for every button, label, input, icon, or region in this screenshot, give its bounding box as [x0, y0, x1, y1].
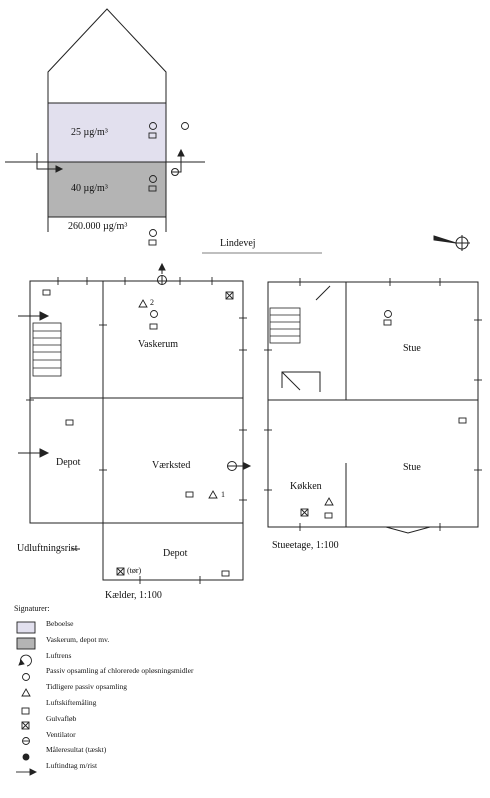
circle-icon: [22, 673, 30, 681]
room-vaerksted: Værksted: [152, 460, 191, 471]
square-icon: [21, 707, 30, 715]
room-depot-west: Depot: [56, 457, 81, 468]
legend-item-air-exchange: Luftskiftemåling: [14, 696, 314, 712]
marker-label-1: 1: [221, 490, 225, 499]
north-arrow-icon: [433, 235, 470, 251]
legend-label: Luftindtag m/rist: [46, 761, 98, 771]
section-level-soil: 260.000 µg/m³: [68, 221, 128, 232]
section-fill-basement: [48, 162, 166, 217]
section-fill-living: [48, 103, 166, 162]
floor-drain-note: (tør): [127, 566, 142, 575]
legend-label: Måleresultat (tæskt): [46, 745, 107, 755]
legend-item-measurement: Måleresultat (tæskt): [14, 743, 314, 759]
basement-markers: [42, 289, 234, 577]
basement-plan: [18, 262, 252, 584]
legend-item-floor-drain: Gulvafløb: [14, 712, 314, 728]
basement-stairs: [32, 322, 62, 377]
legend: Signaturer: Beboelse Vaskerum, depot mv.…: [14, 604, 314, 775]
legend-label: Vaskerum, depot mv.: [46, 634, 110, 644]
legend-label: Luftskiftemåling: [46, 697, 97, 707]
section-roof: [47, 8, 167, 103]
room-stue-top: Stue: [403, 343, 421, 354]
legend-item-ventilator: Ventilator: [14, 728, 314, 744]
legend-label: Gulvafløb: [46, 713, 77, 723]
legend-fill-dark-swatch: [16, 637, 36, 650]
legend-label: Tidligere passiv opsamling: [46, 682, 127, 692]
section-markers: [148, 122, 189, 246]
legend-item-earlier-sampling: Tidligere passiv opsamling: [14, 680, 314, 696]
legend-label: Luftrens: [46, 650, 72, 660]
legend-label: Passiv opsamling af chlorerede opløsning…: [46, 666, 194, 676]
section-level-basement: 40 µg/m³: [71, 183, 108, 194]
ground-wall-ticks: [264, 278, 482, 531]
dot-icon: [22, 753, 30, 761]
section-level-living: 25 µg/m³: [71, 127, 108, 138]
legend-label: Ventilator: [46, 729, 76, 739]
legend-item-passive-sampling: Passiv opsamling af chlorerede opløsning…: [14, 664, 314, 680]
marker-label-2: 2: [150, 298, 154, 307]
room-stue-bottom: Stue: [403, 462, 421, 473]
floor-drain-icon: [21, 721, 30, 730]
legend-item-luftrens: Luftrens: [14, 649, 314, 665]
ground-caption: Stueetage, 1:100: [272, 540, 339, 551]
legend-fill-light-swatch: [16, 621, 36, 634]
triangle-icon: [21, 688, 31, 697]
legend-item-beboelse: Beboelse: [14, 617, 314, 633]
room-vaskerum: Vaskerum: [138, 339, 178, 350]
room-depot-south: Depot: [163, 548, 188, 559]
street-name: Lindevej: [220, 238, 256, 249]
legend-item-vaskerum: Vaskerum, depot mv.: [14, 633, 314, 649]
legend-label: Beboelse: [46, 619, 74, 628]
basement-wall-ticks: [26, 277, 247, 584]
legend-title: Signaturer:: [14, 604, 50, 613]
section-view: [5, 8, 205, 232]
vent-grille-label: Udluftningsrist: [17, 543, 78, 554]
legend-symbols: [16, 621, 38, 776]
legend-item-air-inlet: Luftindtag m/rist: [14, 759, 314, 775]
basement-caption: Kælder, 1:100: [105, 590, 162, 601]
ground-floor-plan: [264, 278, 482, 534]
ground-stairs: [269, 307, 301, 344]
room-kokken: Køkken: [290, 481, 322, 492]
ground-markers: [300, 310, 467, 519]
